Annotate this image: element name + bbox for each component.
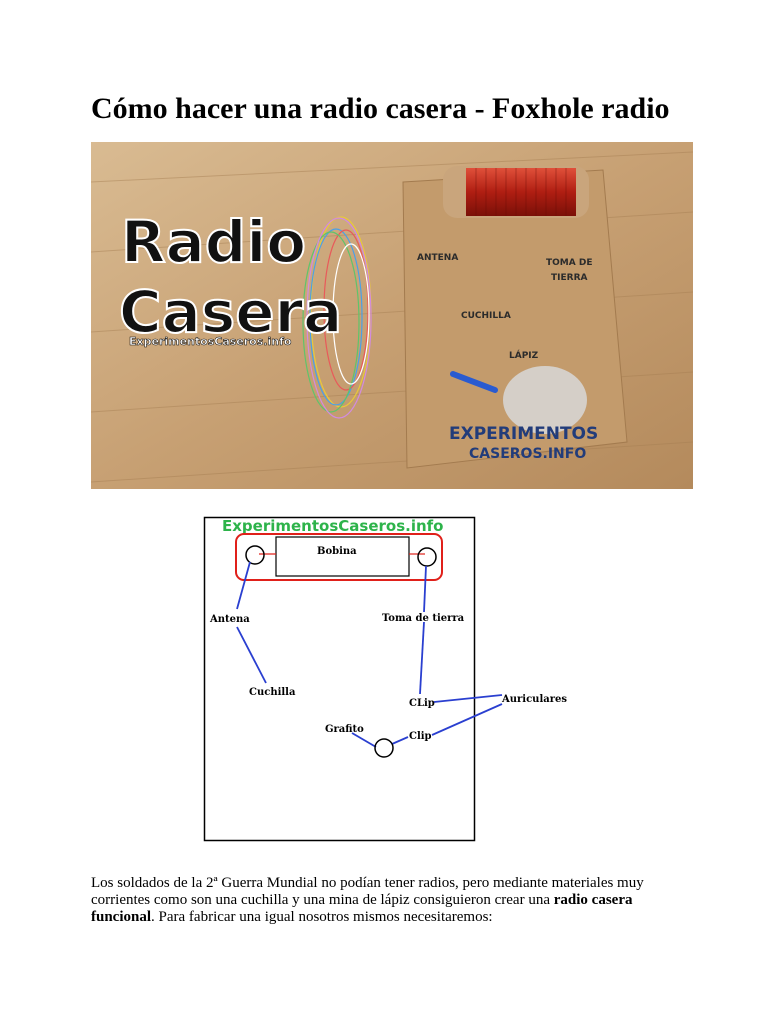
board-label-cuchilla: CUCHILLA <box>461 311 511 321</box>
terminal-grafito <box>374 738 394 758</box>
photo-overlay-radio: Radio <box>121 208 306 276</box>
terminal-antena <box>245 545 265 565</box>
label-bobina: Bobina <box>317 546 357 557</box>
label-antena: Antena <box>209 614 250 625</box>
paragraph-text-2: . Para fabricar una igual nosotros mismo… <box>151 909 493 925</box>
terminal-tierra <box>417 547 437 567</box>
diagram-wires <box>236 561 503 748</box>
coil-winding <box>466 168 576 216</box>
radio-photo: Radio Casera ExperimentosCaseros.info AN… <box>91 142 693 489</box>
board-label-tierra: TIERRA <box>551 273 587 283</box>
pencil <box>450 371 498 393</box>
intro-paragraph: Los soldados de la 2ª Guerra Mundial no … <box>91 875 671 926</box>
paragraph-text-1: Los soldados de la 2ª Guerra Mundial no … <box>91 875 644 908</box>
paragraph-bold: radio casera funcional <box>91 892 633 925</box>
diagram-svg: ExperimentosCaseros.info Bobina Antena T… <box>203 516 567 842</box>
board-label-lapiz: LÁPIZ <box>509 349 539 361</box>
photo-illustration: Radio Casera ExperimentosCaseros.info AN… <box>91 142 693 489</box>
photo-overlay-casera: Casera <box>119 278 342 346</box>
label-cuchilla: Cuchilla <box>249 687 296 698</box>
diagram-header: ExperimentosCaseros.info <box>222 517 443 535</box>
board-footer-1: EXPERIMENTOS <box>449 424 598 444</box>
coil-frame <box>235 533 443 581</box>
label-toma-tierra: Toma de tierra <box>382 613 465 624</box>
bobina-box <box>275 536 410 577</box>
circuit-diagram: ExperimentosCaseros.info Bobina Antena T… <box>203 516 567 842</box>
page-title: Cómo hacer una radio casera - Foxhole ra… <box>91 92 670 125</box>
label-auriculares: Auriculares <box>501 694 567 705</box>
label-clip-upper: CLip <box>409 698 435 709</box>
board-label-toma: TOMA DE <box>546 258 592 268</box>
wire-bundle <box>302 216 372 419</box>
label-clip-lower: Clip <box>409 731 432 742</box>
photo-overlay-site: ExperimentosCaseros.info <box>129 335 292 348</box>
foil <box>503 366 587 434</box>
board-footer-2: CASEROS.INFO <box>469 446 586 462</box>
board-label-antena: ANTENA <box>417 253 458 263</box>
label-grafito: Grafito <box>325 724 364 735</box>
